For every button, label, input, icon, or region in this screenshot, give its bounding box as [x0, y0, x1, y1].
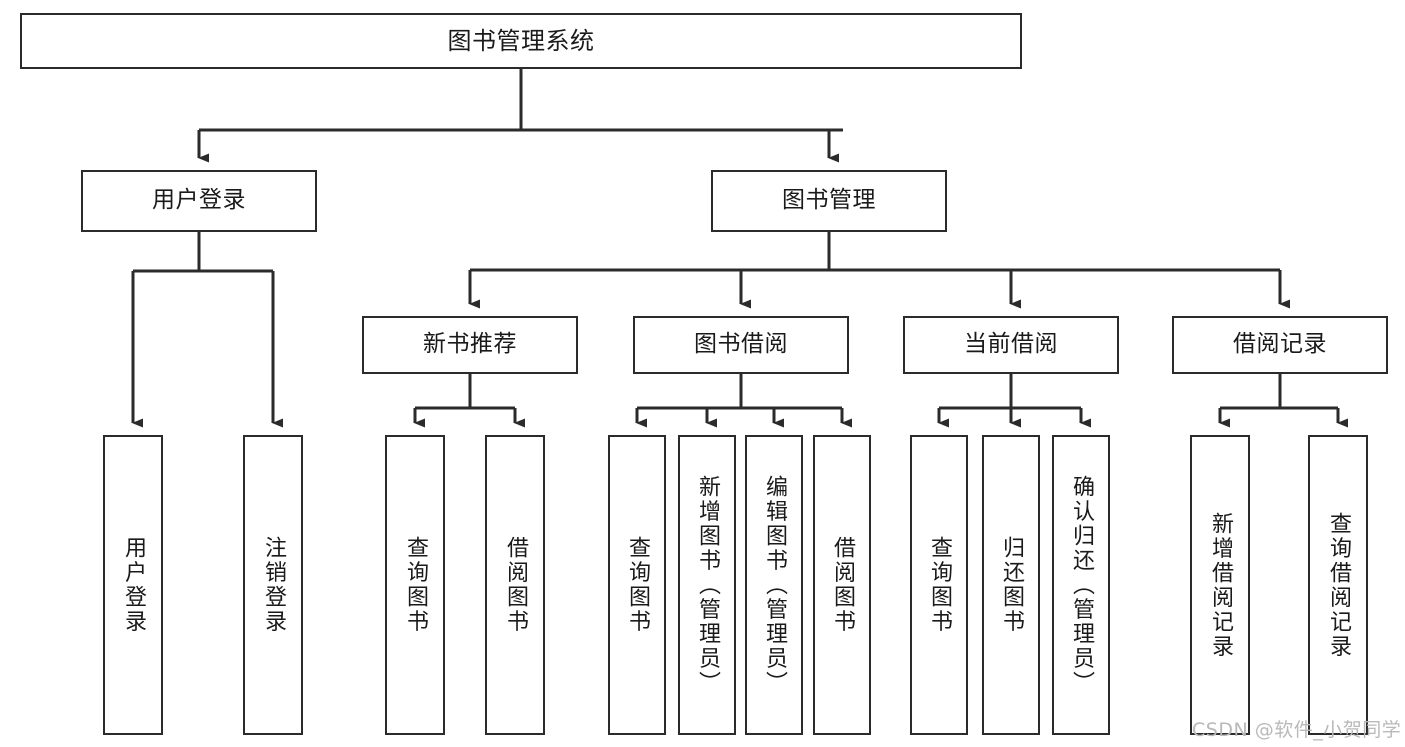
node-leaf-borrow-book-2-label: 借阅图书: [830, 536, 855, 634]
node-leaf-edit-book-admin[interactable]: 编辑图书（管理员）: [745, 435, 803, 735]
node-leaf-edit-book-admin-label: 编辑图书（管理员）: [762, 474, 787, 696]
node-leaf-query-borrow-record-label: 查询借阅记录: [1326, 511, 1351, 659]
node-new-book-recommend[interactable]: 新书推荐: [362, 316, 578, 374]
node-current-borrow-label: 当前借阅: [964, 331, 1058, 358]
node-leaf-add-book-admin[interactable]: 新增图书（管理员）: [678, 435, 736, 735]
node-leaf-query-book-3[interactable]: 查询图书: [910, 435, 968, 735]
node-leaf-borrow-book-1-label: 借阅图书: [503, 536, 528, 634]
node-book-borrow[interactable]: 图书借阅: [633, 316, 849, 374]
node-leaf-user-login[interactable]: 用户登录: [103, 435, 163, 735]
node-leaf-query-book-2-label: 查询图书: [625, 536, 650, 634]
node-book-manage-label: 图书管理: [782, 187, 876, 214]
node-leaf-add-borrow-record-label: 新增借阅记录: [1208, 511, 1233, 659]
node-leaf-return-book[interactable]: 归还图书: [982, 435, 1040, 735]
node-leaf-user-logout-label: 注销登录: [261, 536, 286, 634]
node-user-login[interactable]: 用户登录: [81, 170, 317, 232]
node-leaf-query-book-3-label: 查询图书: [927, 536, 952, 634]
node-leaf-borrow-book-1[interactable]: 借阅图书: [485, 435, 545, 735]
csdn-watermark: CSDN @软件_小贺同学: [1192, 719, 1402, 741]
node-root[interactable]: 图书管理系统: [20, 13, 1022, 69]
node-leaf-add-borrow-record[interactable]: 新增借阅记录: [1190, 435, 1250, 735]
node-borrow-record-label: 借阅记录: [1233, 331, 1327, 358]
node-leaf-query-borrow-record[interactable]: 查询借阅记录: [1308, 435, 1368, 735]
node-book-manage[interactable]: 图书管理: [711, 170, 947, 232]
node-new-book-recommend-label: 新书推荐: [423, 331, 517, 358]
node-leaf-user-login-label: 用户登录: [121, 536, 146, 634]
node-current-borrow[interactable]: 当前借阅: [903, 316, 1119, 374]
node-leaf-add-book-admin-label: 新增图书（管理员）: [695, 474, 720, 696]
node-root-label: 图书管理系统: [447, 26, 595, 55]
node-leaf-user-logout[interactable]: 注销登录: [243, 435, 303, 735]
node-leaf-borrow-book-2[interactable]: 借阅图书: [813, 435, 871, 735]
node-book-borrow-label: 图书借阅: [694, 331, 788, 358]
node-leaf-query-book-1-label: 查询图书: [403, 536, 428, 634]
node-leaf-query-book-1[interactable]: 查询图书: [385, 435, 445, 735]
node-leaf-query-book-2[interactable]: 查询图书: [608, 435, 666, 735]
node-leaf-return-book-label: 归还图书: [999, 536, 1024, 634]
node-leaf-confirm-return-admin[interactable]: 确认归还（管理员）: [1052, 435, 1110, 735]
node-user-login-label: 用户登录: [152, 187, 246, 214]
node-borrow-record[interactable]: 借阅记录: [1172, 316, 1388, 374]
node-leaf-confirm-return-admin-label: 确认归还（管理员）: [1069, 474, 1094, 696]
